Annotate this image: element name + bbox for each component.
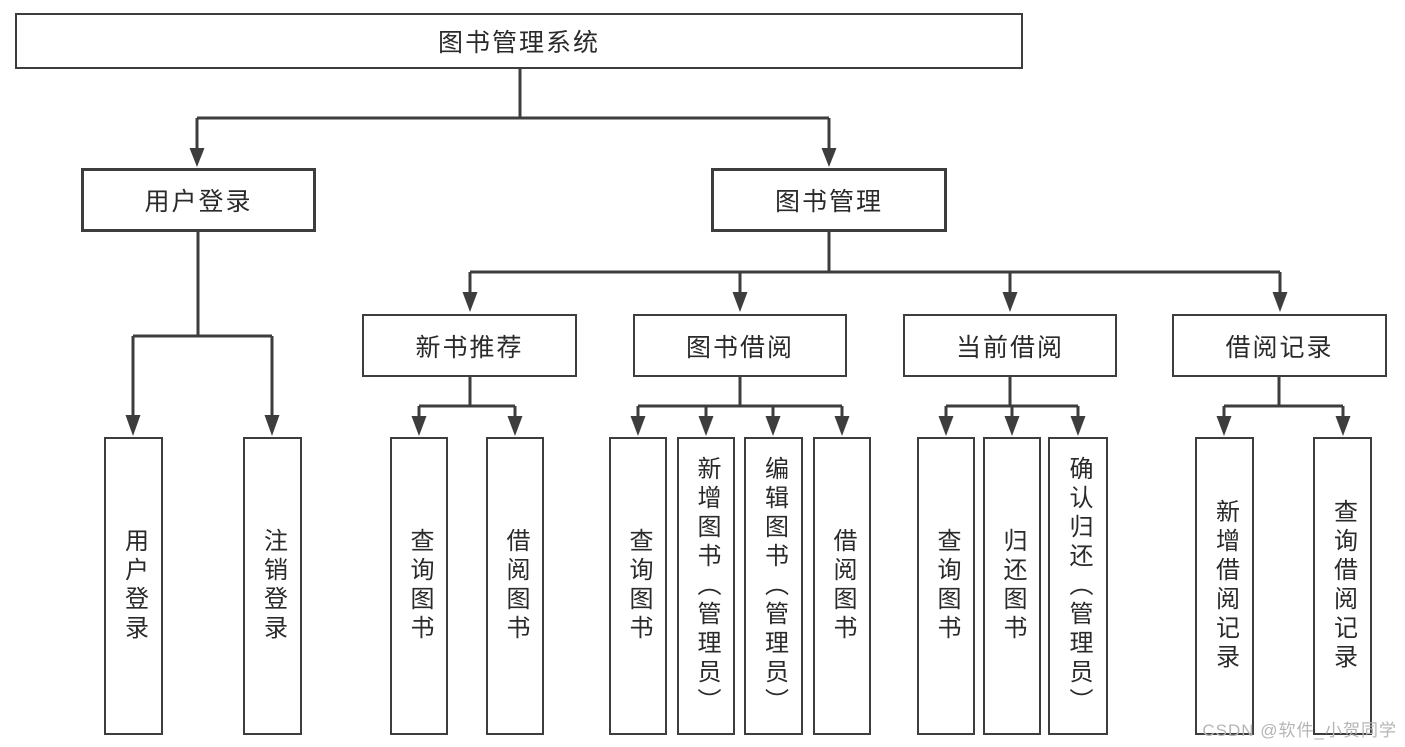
node-book-borrow: 图书借阅: [633, 314, 847, 377]
node-user-login: 用户登录: [81, 168, 316, 232]
leaf-borrow-books-recommend: 借阅图书: [486, 437, 544, 735]
node-current-borrow: 当前借阅: [903, 314, 1117, 377]
leaf-return-books: 归还图书: [983, 437, 1041, 735]
node-library-system: 图书管理系统: [15, 13, 1023, 69]
leaf-query-borrow-record: 查询借阅记录: [1313, 437, 1372, 735]
leaf-logout: 注销登录: [243, 437, 302, 735]
leaf-add-book-admin: 新增图书（管理员）: [677, 437, 735, 735]
node-borrow-records: 借阅记录: [1172, 314, 1387, 377]
node-book-management: 图书管理: [711, 168, 947, 232]
node-new-book-recommend: 新书推荐: [362, 314, 577, 377]
leaf-borrow-books: 借阅图书: [813, 437, 871, 735]
watermark-text: CSDN @软件_小贺同学: [1202, 721, 1397, 740]
leaf-add-borrow-record: 新增借阅记录: [1195, 437, 1254, 735]
leaf-confirm-return-admin: 确认归还（管理员）: [1048, 437, 1108, 735]
leaf-query-books-borrow: 查询图书: [609, 437, 667, 735]
leaf-user-login: 用户登录: [104, 437, 163, 735]
leaf-query-books-recommend: 查询图书: [390, 437, 448, 735]
leaf-edit-book-admin: 编辑图书（管理员）: [744, 437, 803, 735]
leaf-query-books-current: 查询图书: [917, 437, 975, 735]
